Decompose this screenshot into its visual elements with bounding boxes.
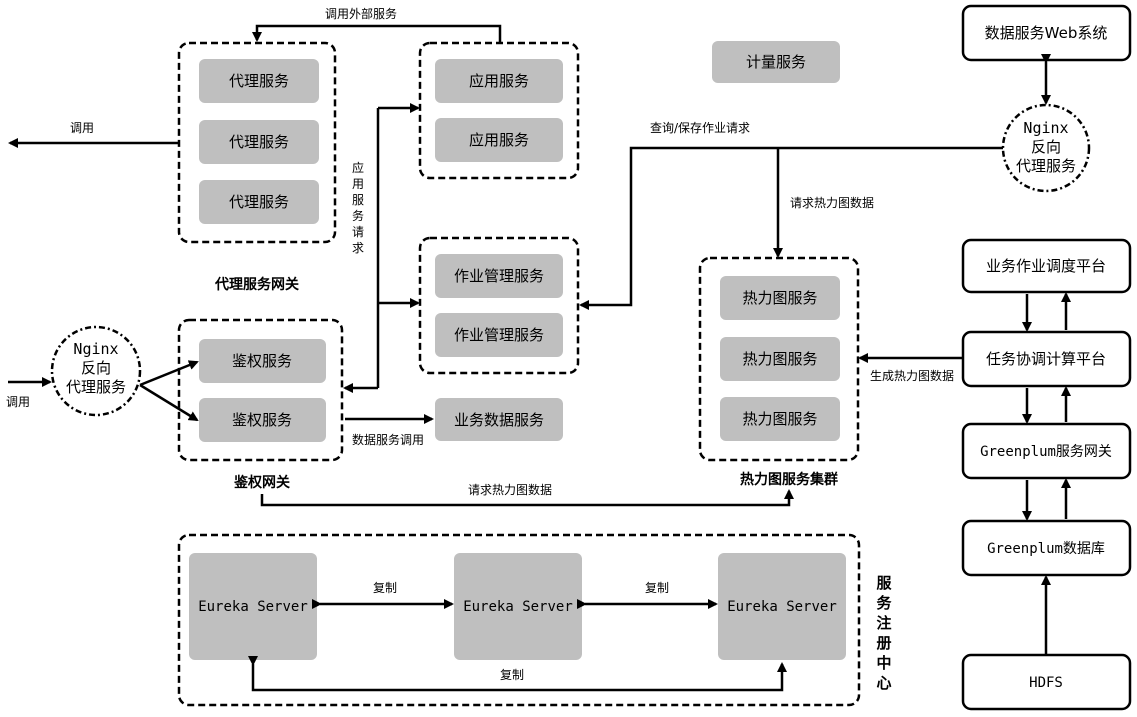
- call-inbound-label: 调用: [6, 395, 30, 409]
- web-system-label: 数据服务Web系统: [985, 24, 1108, 42]
- data-service-call-label: 数据服务调用: [352, 432, 424, 447]
- svg-text:务: 务: [876, 594, 892, 612]
- greenplum-gateway-label: Greenplum服务网关: [980, 444, 1112, 460]
- svg-text:应: 应: [352, 160, 364, 175]
- job-management-label: 作业管理服务: [454, 326, 544, 344]
- auth-service-label: 鉴权服务: [232, 352, 292, 370]
- business-data-service-box[interactable]: [435, 398, 563, 441]
- svg-text:册: 册: [876, 634, 891, 652]
- eureka-server-box[interactable]: [718, 553, 846, 660]
- eureka-server-label: Eureka Server: [463, 599, 573, 615]
- query-save-label: 查询/保存作业请求: [650, 121, 750, 135]
- svg-text:用: 用: [352, 177, 364, 191]
- auth-service-label: 鉴权服务: [232, 411, 292, 429]
- metering-service-box[interactable]: [712, 41, 840, 83]
- auth-gateway-title: 鉴权网关: [233, 474, 290, 491]
- nginx-right-line2: 反向: [1031, 138, 1061, 156]
- nginx-right-node[interactable]: [1001, 103, 1091, 193]
- auth-gateway-group: [177, 318, 344, 462]
- app-service-box[interactable]: [435, 59, 563, 103]
- call-external-arrow: [252, 24, 502, 43]
- auth-service-box[interactable]: [199, 339, 326, 383]
- app-service-label: 应用服务: [469, 131, 529, 149]
- eureka-server-box[interactable]: [454, 553, 582, 660]
- eureka-server-label: Eureka Server: [727, 599, 837, 615]
- greenplum-db-label: Greenplum数据库: [987, 541, 1105, 557]
- generate-heatmap-label: 生成热力图数据: [870, 368, 954, 383]
- svg-text:注: 注: [876, 614, 891, 632]
- replicate-arrow: [248, 656, 787, 692]
- nginx-left-node[interactable]: [50, 325, 142, 417]
- call-external-label: 调用外部服务: [325, 6, 397, 21]
- replicate-label: 复制: [500, 668, 524, 682]
- request-heatmap-bottom-arrow: [260, 489, 794, 507]
- service-registry-group: [177, 533, 861, 707]
- auth-service-box[interactable]: [199, 398, 326, 442]
- svg-text:务: 务: [352, 208, 364, 223]
- nginx-right-line3: 代理服务: [1016, 157, 1076, 175]
- heatmap-service-label: 热力图服务: [742, 289, 817, 307]
- app-service-box[interactable]: [435, 118, 563, 162]
- proxy-service-label: 代理服务: [229, 193, 289, 211]
- proxy-service-box[interactable]: [199, 59, 319, 103]
- heatmap-service-box[interactable]: [720, 276, 840, 320]
- heatmap-service-label: 热力图服务: [742, 410, 817, 428]
- app-request-label: 应 用 服 务 请 求: [352, 160, 364, 255]
- svg-text:中: 中: [876, 654, 891, 672]
- svg-text:心: 心: [876, 674, 891, 692]
- job-management-group: [418, 236, 580, 375]
- heatmap-cluster-title: 热力图服务集群: [740, 471, 838, 488]
- greenplum-gateway-box[interactable]: [961, 422, 1132, 480]
- eureka-server-label: Eureka Server: [198, 599, 308, 615]
- request-heatmap-bottom-label: 请求热力图数据: [468, 482, 552, 497]
- heatmap-service-box[interactable]: [720, 397, 840, 441]
- business-data-service-label: 业务数据服务: [454, 411, 544, 429]
- service-registry-title: 服 务 注 册 中 心: [876, 574, 892, 692]
- nginx-right-line1: Nginx: [1023, 119, 1068, 137]
- proxy-service-label: 代理服务: [229, 133, 289, 151]
- proxy-service-box[interactable]: [199, 120, 319, 164]
- job-management-label: 作业管理服务: [454, 267, 544, 285]
- eureka-server-box[interactable]: [189, 553, 317, 660]
- heatmap-service-label: 热力图服务: [742, 350, 817, 368]
- heatmap-service-box[interactable]: [720, 337, 840, 381]
- task-coordination-label: 任务协调计算平台: [986, 350, 1106, 368]
- app-service-label: 应用服务: [469, 72, 529, 90]
- svg-text:服: 服: [876, 574, 892, 592]
- nginx-to-auth-arrow: [139, 360, 199, 387]
- proxy-service-box[interactable]: [199, 180, 319, 224]
- nginx-left-line1: Nginx: [73, 340, 118, 358]
- metering-service-label: 计量服务: [746, 53, 806, 71]
- proxy-service-label: 代理服务: [229, 72, 289, 90]
- query-save-arrow: [579, 146, 1003, 310]
- request-heatmap-top-label: 请求热力图数据: [790, 195, 874, 210]
- job-management-box[interactable]: [435, 313, 563, 357]
- proxy-gateway-title: 代理服务网关: [214, 276, 299, 293]
- svg-text:求: 求: [352, 241, 364, 255]
- scheduling-platform-label: 业务作业调度平台: [986, 257, 1106, 275]
- call-outward-label: 调用: [70, 121, 94, 135]
- replicate-label: 复制: [373, 581, 397, 595]
- replicate-label: 复制: [645, 581, 669, 595]
- nginx-to-auth-arrow: [139, 383, 199, 422]
- nginx-left-line2: 反向: [81, 359, 111, 377]
- svg-text:请: 请: [352, 225, 364, 239]
- nginx-left-line3: 代理服务: [66, 378, 126, 396]
- hdfs-label: HDFS: [1029, 675, 1063, 691]
- job-management-box[interactable]: [435, 254, 563, 298]
- scheduling-platform-box[interactable]: [961, 238, 1132, 294]
- svg-text:服: 服: [352, 193, 364, 207]
